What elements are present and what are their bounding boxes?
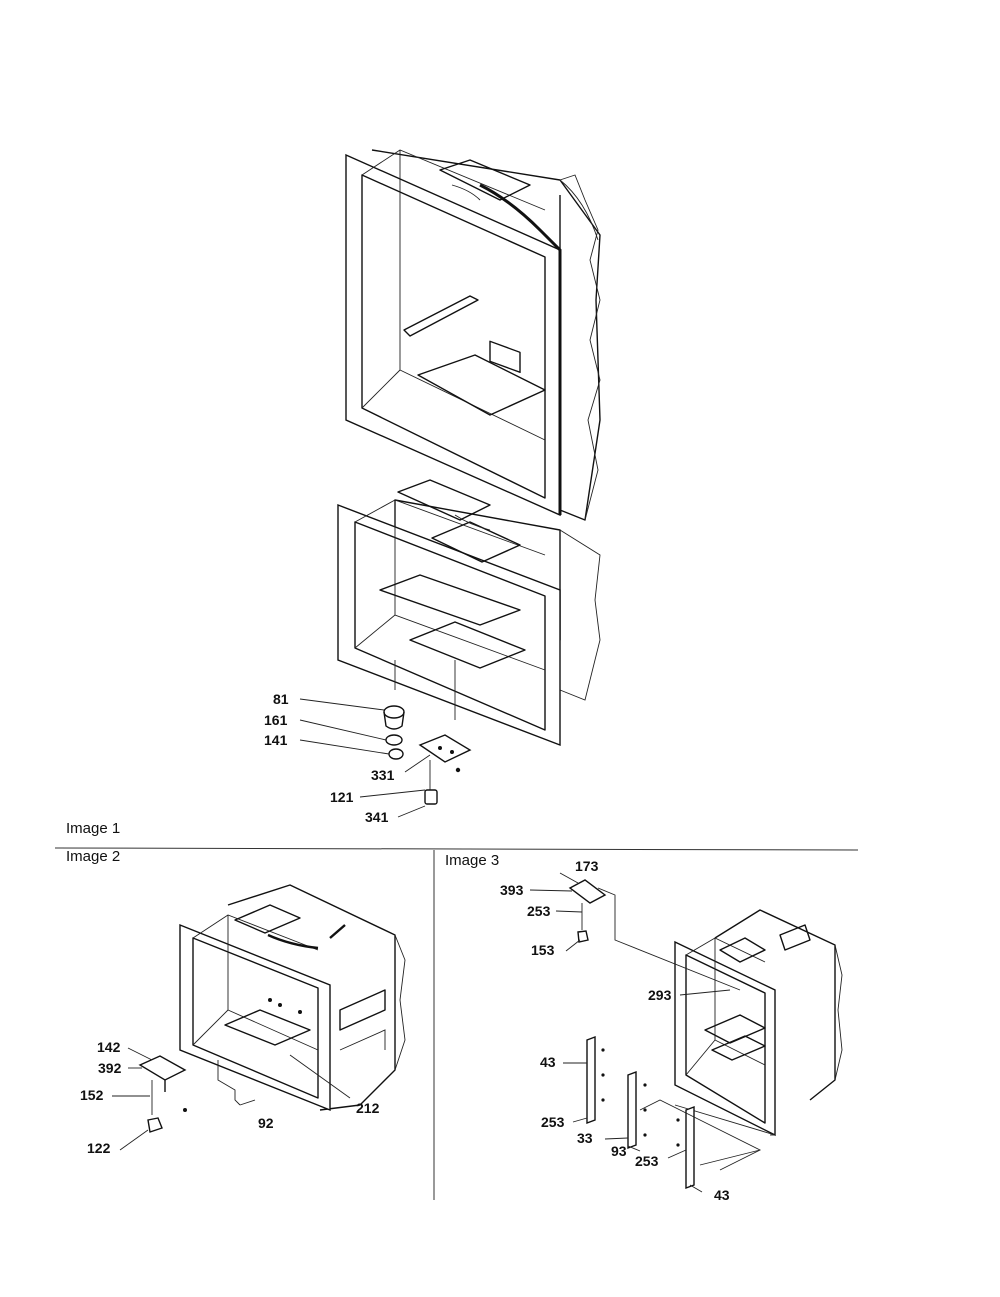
part-341-block [424, 789, 438, 805]
callout-33: 33 [577, 1130, 593, 1146]
caption-image-3: Image 3 [445, 852, 499, 869]
callout-293: 293 [648, 987, 672, 1003]
callout-173: 173 [575, 858, 599, 874]
callout-142: 142 [97, 1039, 121, 1055]
caption-image-1: Image 1 [66, 820, 120, 837]
part-161-washer [385, 734, 403, 746]
part-331-bracket [418, 734, 472, 763]
callout-152: 152 [80, 1087, 104, 1103]
callout-253-mid: 253 [541, 1114, 565, 1130]
callout-141: 141 [264, 732, 288, 748]
caption-image-2: Image 2 [66, 848, 120, 865]
callout-122: 122 [87, 1140, 111, 1156]
callout-331: 331 [371, 767, 395, 783]
callout-393: 393 [500, 882, 524, 898]
callout-392: 392 [98, 1060, 122, 1076]
callout-212: 212 [356, 1100, 380, 1116]
callout-81: 81 [273, 691, 289, 707]
main-assembly: 81 161 141 331 121 341 [264, 149, 601, 825]
callout-121: 121 [330, 789, 354, 805]
callout-43-left: 43 [540, 1054, 556, 1070]
callout-253-top: 253 [527, 903, 551, 919]
callout-92: 92 [258, 1115, 274, 1131]
callout-341: 341 [365, 809, 389, 825]
part-81-cap [383, 705, 405, 730]
callout-43-bottom: 43 [714, 1187, 730, 1203]
image2-assembly: 142 392 152 122 92 212 [80, 884, 406, 1156]
callout-153: 153 [531, 942, 555, 958]
part-141-washer [388, 748, 404, 760]
divider-horizontal [54, 847, 859, 851]
image3-assembly: 173 393 253 153 293 43 253 33 93 253 43 [500, 858, 843, 1203]
callout-93: 93 [611, 1143, 627, 1159]
callout-161: 161 [264, 712, 288, 728]
callout-253-bottom: 253 [635, 1153, 659, 1169]
